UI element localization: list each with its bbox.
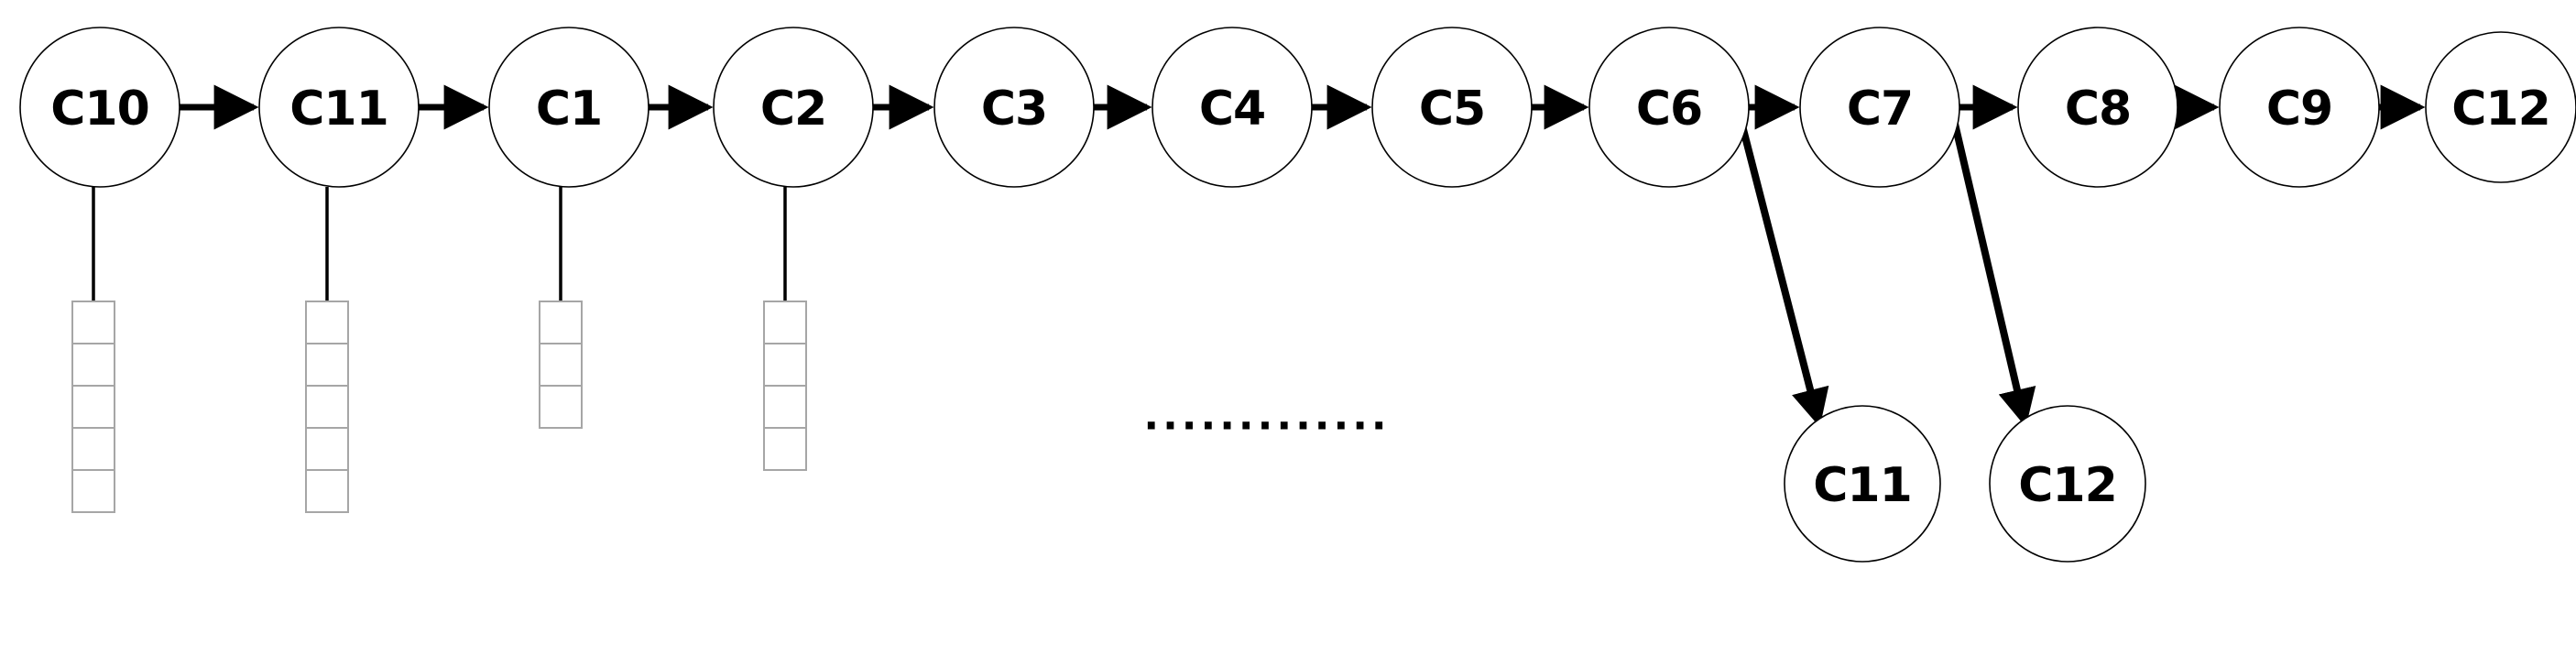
branch-arrow-c7-to-c12[interactable]	[1948, 107, 2036, 428]
stack-c10	[71, 301, 115, 513]
chain-node-c8-circle[interactable]	[2017, 27, 2178, 188]
stack-cell[interactable]	[71, 301, 115, 344]
stack-c2	[763, 301, 807, 471]
node-circle-group	[19, 27, 2576, 563]
stack-cell[interactable]	[71, 343, 115, 387]
chain-node-c1-circle[interactable]	[488, 27, 649, 188]
stack-cell[interactable]	[305, 385, 349, 429]
stack-cell[interactable]	[763, 385, 807, 429]
stack-cell[interactable]	[71, 385, 115, 429]
stack-cell[interactable]	[305, 301, 349, 344]
chain-node-c11-circle[interactable]	[258, 27, 420, 188]
stack-c1	[539, 301, 583, 429]
chain-node-c9-circle[interactable]	[2219, 27, 2380, 188]
stack-cell[interactable]	[763, 427, 807, 471]
stack-cell[interactable]	[71, 469, 115, 513]
branch-node-c11-circle[interactable]	[1784, 405, 1941, 563]
chain-node-c7-circle[interactable]	[1799, 27, 1960, 188]
stack-cell[interactable]	[539, 343, 583, 387]
stack-connector-lines	[92, 187, 787, 301]
chain-node-c10-circle[interactable]	[19, 27, 180, 188]
stack-cell[interactable]	[71, 427, 115, 471]
branch-arrow-group	[1734, 107, 2036, 428]
chain-node-c3-circle[interactable]	[933, 27, 1095, 188]
chain-node-c2-circle[interactable]	[713, 27, 874, 188]
chain-node-c6-circle[interactable]	[1588, 27, 1750, 188]
stack-cell[interactable]	[305, 469, 349, 513]
stack-cell[interactable]	[305, 427, 349, 471]
chain-node-c12-circle[interactable]	[2425, 31, 2576, 183]
stack-cell[interactable]	[305, 343, 349, 387]
stack-cell[interactable]	[539, 385, 583, 429]
ellipsis-dots: ·············	[1143, 402, 1391, 450]
stack-cell[interactable]	[539, 301, 583, 344]
stack-c11	[305, 301, 349, 513]
stack-cell[interactable]	[763, 343, 807, 387]
stack-cell[interactable]	[763, 301, 807, 344]
branch-node-c12-circle[interactable]	[1989, 405, 2146, 563]
chain-node-c5-circle[interactable]	[1371, 27, 1533, 188]
chain-node-c4-circle[interactable]	[1152, 27, 1313, 188]
branch-arrow-c6-to-c11[interactable]	[1734, 107, 1829, 428]
